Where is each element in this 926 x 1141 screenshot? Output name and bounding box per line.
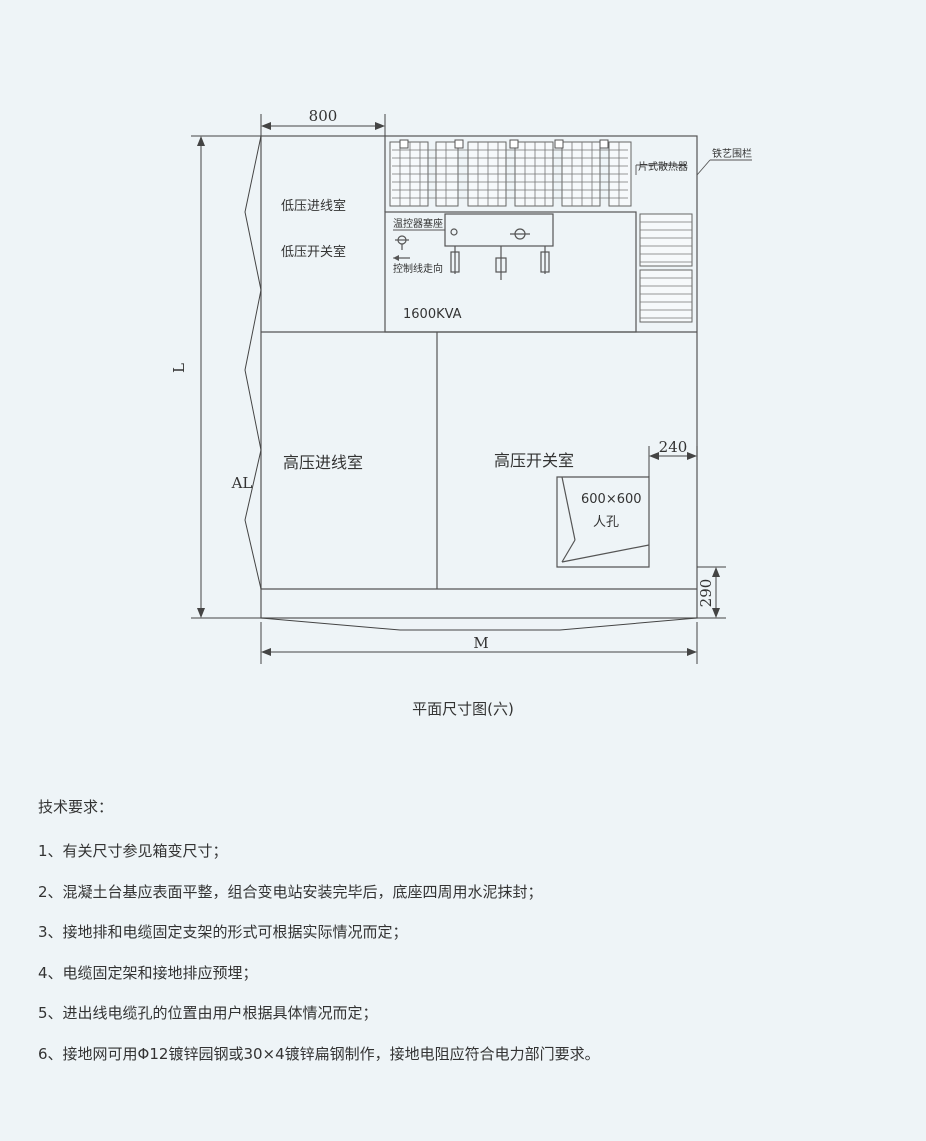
controller-plate — [444, 213, 554, 247]
requirement-item: 4、电缆固定架和接地排应预埋； — [38, 963, 258, 982]
requirements-title: 技术要求： — [38, 798, 114, 816]
hv-switch-room-label: 高压开关室 — [494, 451, 574, 470]
transformer-rating-label: 1600KVA — [403, 307, 462, 322]
technical-requirements: 技术要求： 1、有关尺寸参见箱变尺寸； 2、混凝土台基应表面平整，组合变电站安装… — [38, 796, 600, 1082]
lv-incoming-room-label: 低压进线室 — [281, 198, 346, 214]
requirement-item: 3、接地排和电缆固定支架的形式可根据实际情况而定； — [38, 923, 408, 941]
fence-label: 铁艺围栏 — [712, 147, 752, 160]
control-wire-label: 控制线走向 — [393, 262, 443, 275]
lv-switch-room-label: 低压开关室 — [281, 244, 346, 260]
dimension-AL: AL — [231, 474, 253, 492]
dimension-800: 800 — [309, 107, 338, 125]
hv-incoming-room-label: 高压进线室 — [283, 453, 363, 472]
requirement-item: 6、接地网可用Φ12镀锌园钢或30×4镀锌扁钢制作，接地电阻应符合电力部门要求。 — [38, 1044, 600, 1063]
dimension-L: L — [170, 363, 188, 373]
radiator-label: 片式散热器 — [638, 160, 688, 173]
dimension-290: 290 — [697, 579, 715, 608]
floor-plan-drawing: 800 240 290 L AL M 低压进线室 低压开关室 高压进线室 高压开… — [170, 107, 752, 664]
dimension-240: 240 — [659, 438, 688, 456]
side-radiator-group — [639, 213, 693, 323]
manhole-size-label: 600×600 — [581, 492, 642, 507]
transformer-room — [384, 211, 637, 333]
dimension-M: M — [473, 634, 488, 652]
requirement-item: 5、进出线电缆孔的位置由用户根据具体情况而定； — [38, 1004, 378, 1022]
manhole — [556, 476, 650, 568]
requirement-item: 2、混凝土台基应表面平整，组合变电站安装完毕后，底座四周用水泥抹封； — [38, 882, 543, 901]
requirement-item: 1、有关尺寸参见箱变尺寸； — [38, 842, 228, 860]
manhole-label: 人孔 — [593, 515, 619, 530]
temp-controller-label: 温控器塞座 — [393, 217, 443, 230]
foundation-outline — [260, 135, 698, 619]
figure-caption: 平面尺寸图(六) — [412, 700, 514, 718]
